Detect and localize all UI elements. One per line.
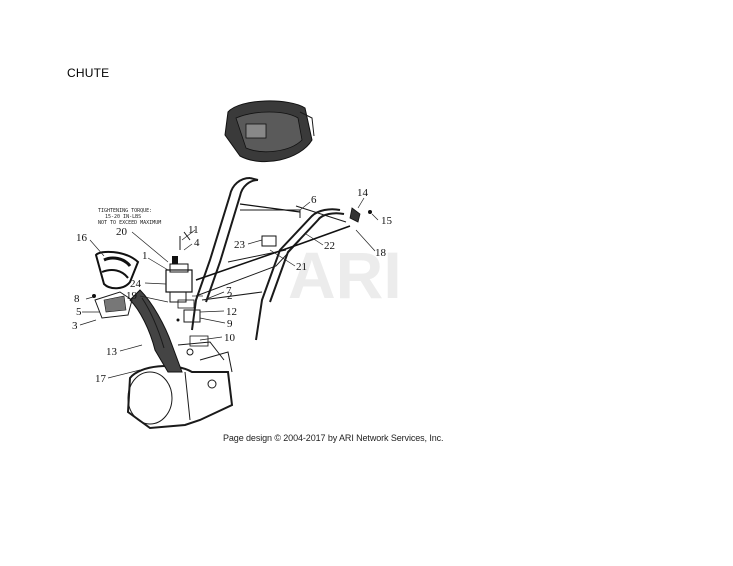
- callout-6: 6: [311, 194, 317, 206]
- callout-23: 23: [234, 239, 246, 251]
- torque-note: TIGHTENING TORQUE: 15-20 IN-LBS NOT TO E…: [98, 208, 161, 226]
- deflector-illustration: [94, 250, 140, 290]
- chute-crank-illustration: [165, 256, 209, 347]
- callout-20: 20: [116, 226, 128, 238]
- leader-lines: [79, 197, 379, 379]
- callout-22: 22: [324, 240, 335, 252]
- torque-note-line-1: TIGHTENING TORQUE:: [98, 208, 152, 214]
- callout-14: 14: [357, 187, 369, 199]
- callout-15: 15: [381, 215, 393, 227]
- callout-13: 13: [106, 346, 118, 358]
- callout-17: 17: [95, 373, 107, 385]
- callout-1: 1: [142, 250, 148, 262]
- chute-illustration: [94, 289, 183, 373]
- callout-3: 3: [72, 320, 78, 332]
- page-title: CHUTE: [67, 66, 110, 80]
- callout-9: 9: [227, 318, 233, 330]
- callout-12: 12: [226, 306, 237, 318]
- callout-18: 18: [375, 247, 387, 259]
- callout-8: 8: [74, 293, 80, 305]
- callout-19: 19: [126, 290, 138, 302]
- callout-labels: 1 2 3 4 5 6 7 8 9 10 11 12 13 14 15 16 1…: [72, 187, 393, 385]
- copyright-footer: Page design © 2004-2017 by ARI Network S…: [223, 433, 444, 443]
- callout-10: 10: [224, 332, 236, 344]
- callout-2: 2: [227, 290, 233, 302]
- watermark: ARI: [288, 238, 402, 312]
- callout-4: 4: [194, 237, 200, 249]
- callout-5: 5: [76, 306, 82, 318]
- control-rod-illustration: [195, 203, 372, 281]
- callout-21: 21: [296, 261, 307, 273]
- engine-cover-illustration: [224, 100, 315, 163]
- torque-note-line-3: NOT TO EXCEED MAXIMUM: [98, 220, 161, 226]
- callout-7: 7: [226, 285, 232, 297]
- auger-housing-illustration: [126, 341, 234, 430]
- callout-16: 16: [76, 232, 88, 244]
- torque-note-line-2: 15-20 IN-LBS: [105, 214, 141, 220]
- callout-24: 24: [130, 278, 142, 290]
- callout-11: 11: [188, 224, 199, 236]
